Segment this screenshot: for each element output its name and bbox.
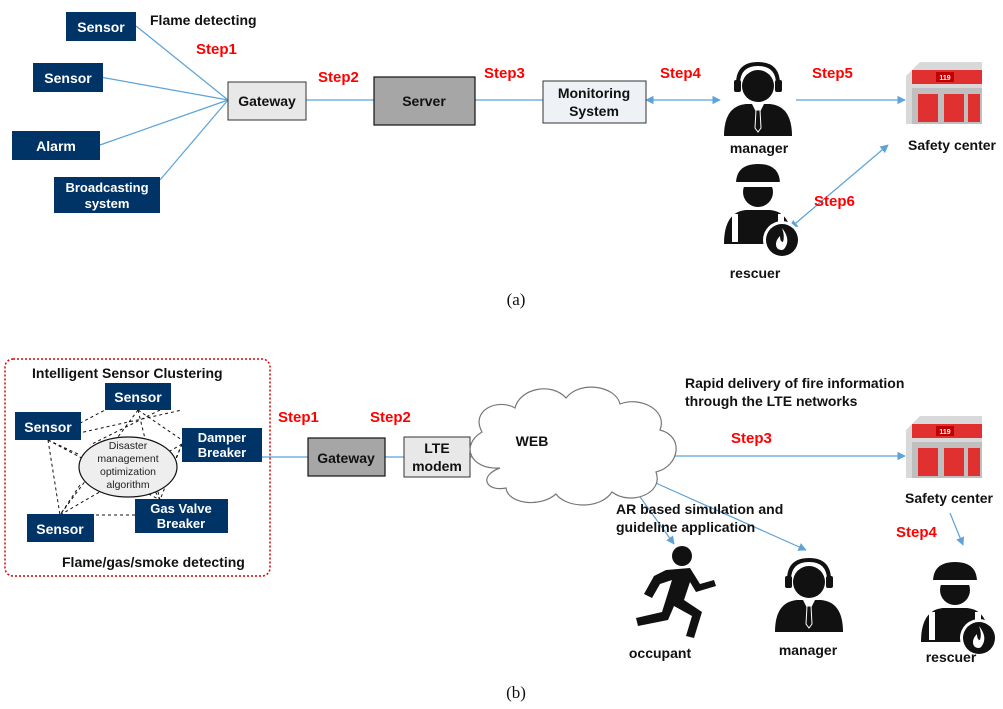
sensor-label: Sensor — [44, 70, 92, 86]
broadcasting-label-line1: Broadcasting — [65, 180, 148, 195]
monitoring-box-a: Monitoring System — [542, 80, 647, 124]
damper-box-b: Damper Breaker — [182, 428, 262, 462]
sensor-box-a2: Sensor — [33, 63, 103, 92]
monitoring-label-line1: Monitoring — [558, 85, 630, 101]
diagram-b: Intelligent Sensor Clustering Flame/gas/… — [4, 358, 998, 702]
gateway-label: Gateway — [238, 93, 296, 109]
safety-center-label: Safety center — [908, 137, 996, 153]
gasvalve-label-line2: Breaker — [157, 516, 205, 531]
rescuer-icon — [724, 164, 801, 259]
caption-b: (b) — [506, 683, 526, 702]
running-person-icon — [636, 546, 716, 638]
sensor-box-a1: Sensor — [66, 12, 136, 41]
gateway-label: Gateway — [317, 450, 375, 466]
rapid-delivery-line2: through the LTE networks — [685, 393, 858, 409]
damper-label-line2: Breaker — [198, 445, 246, 460]
lte-label-line2: modem — [412, 458, 462, 474]
broadcasting-box-a: Broadcasting system — [54, 177, 160, 213]
gateway-box-a: Gateway — [227, 81, 307, 121]
ar-simulation-line2: guideline application — [616, 519, 755, 535]
safety-center-label: Safety center — [905, 490, 993, 506]
gasvalve-label-line1: Gas Valve — [150, 501, 211, 516]
monitoring-label-line2: System — [569, 103, 619, 119]
step6-label: Step6 — [814, 193, 855, 210]
lte-modem-box: LTE modem — [403, 436, 471, 478]
flame-detecting-label: Flame detecting — [150, 12, 257, 28]
alarm-label: Alarm — [36, 138, 76, 154]
gateway-box-b: Gateway — [307, 437, 386, 477]
cluster-frame — [4, 358, 271, 577]
step2-label: Step2 — [318, 69, 359, 86]
server-label: Server — [402, 93, 446, 109]
sensor-box-b-top: Sensor — [105, 383, 171, 410]
step3-label: Step3 — [731, 430, 772, 447]
sensor-label: Sensor — [24, 419, 72, 435]
web-label: WEB — [516, 433, 549, 449]
step1-label: Step1 — [196, 41, 237, 58]
rescuer-label: rescuer — [730, 265, 781, 281]
sensor-box-b-bottom: Sensor — [27, 514, 94, 542]
cluster-title: Intelligent Sensor Clustering — [32, 365, 223, 381]
algorithm-line3: optimization — [100, 466, 156, 478]
web-cloud: WEB — [469, 386, 677, 506]
step2-label: Step2 — [370, 409, 411, 426]
step4-label: Step4 — [896, 524, 938, 541]
occupant-label: occupant — [629, 645, 692, 661]
rapid-delivery-line1: Rapid delivery of fire information — [685, 375, 904, 391]
building-icon: 119 — [906, 416, 982, 478]
building-icon: 119 — [906, 62, 982, 124]
rescuer-icon — [921, 562, 998, 657]
algorithm-line2: management — [97, 453, 158, 465]
server-box-a: Server — [373, 76, 476, 126]
step5-label: Step5 — [812, 65, 853, 82]
step4-label: Step4 — [660, 65, 702, 82]
gasvalve-box-b: Gas Valve Breaker — [135, 499, 228, 533]
damper-label-line1: Damper — [198, 430, 246, 445]
alarm-box-a: Alarm — [12, 131, 100, 160]
broadcasting-label-line2: system — [85, 196, 130, 211]
lte-label-line1: LTE — [424, 440, 449, 456]
manager-icon — [724, 61, 792, 136]
sensor-label: Sensor — [114, 389, 162, 405]
rescuer-label: rescuer — [926, 649, 977, 665]
manager-label: manager — [730, 140, 789, 156]
step3-label: Step3 — [484, 65, 525, 82]
main-links-a — [306, 95, 906, 229]
algorithm-line1: Disaster — [109, 440, 148, 452]
algorithm-ellipse: Disaster management optimization algorit… — [78, 436, 178, 498]
diagram-a: Sensor Sensor Alarm Broadcasting system … — [12, 12, 997, 309]
building-number: 119 — [939, 429, 950, 436]
sensor-label: Sensor — [36, 521, 84, 537]
building-number: 119 — [939, 75, 950, 82]
manager-icon — [775, 557, 843, 632]
sensor-links-a — [99, 25, 229, 181]
ar-simulation-line1: AR based simulation and — [616, 501, 783, 517]
manager-label: manager — [779, 642, 838, 658]
cluster-footer: Flame/gas/smoke detecting — [62, 554, 245, 570]
sensor-box-b-left: Sensor — [15, 412, 81, 440]
sensor-label: Sensor — [77, 19, 125, 35]
step1-label: Step1 — [278, 409, 319, 426]
algorithm-line4: algorithm — [106, 479, 149, 491]
caption-a: (a) — [507, 290, 526, 309]
